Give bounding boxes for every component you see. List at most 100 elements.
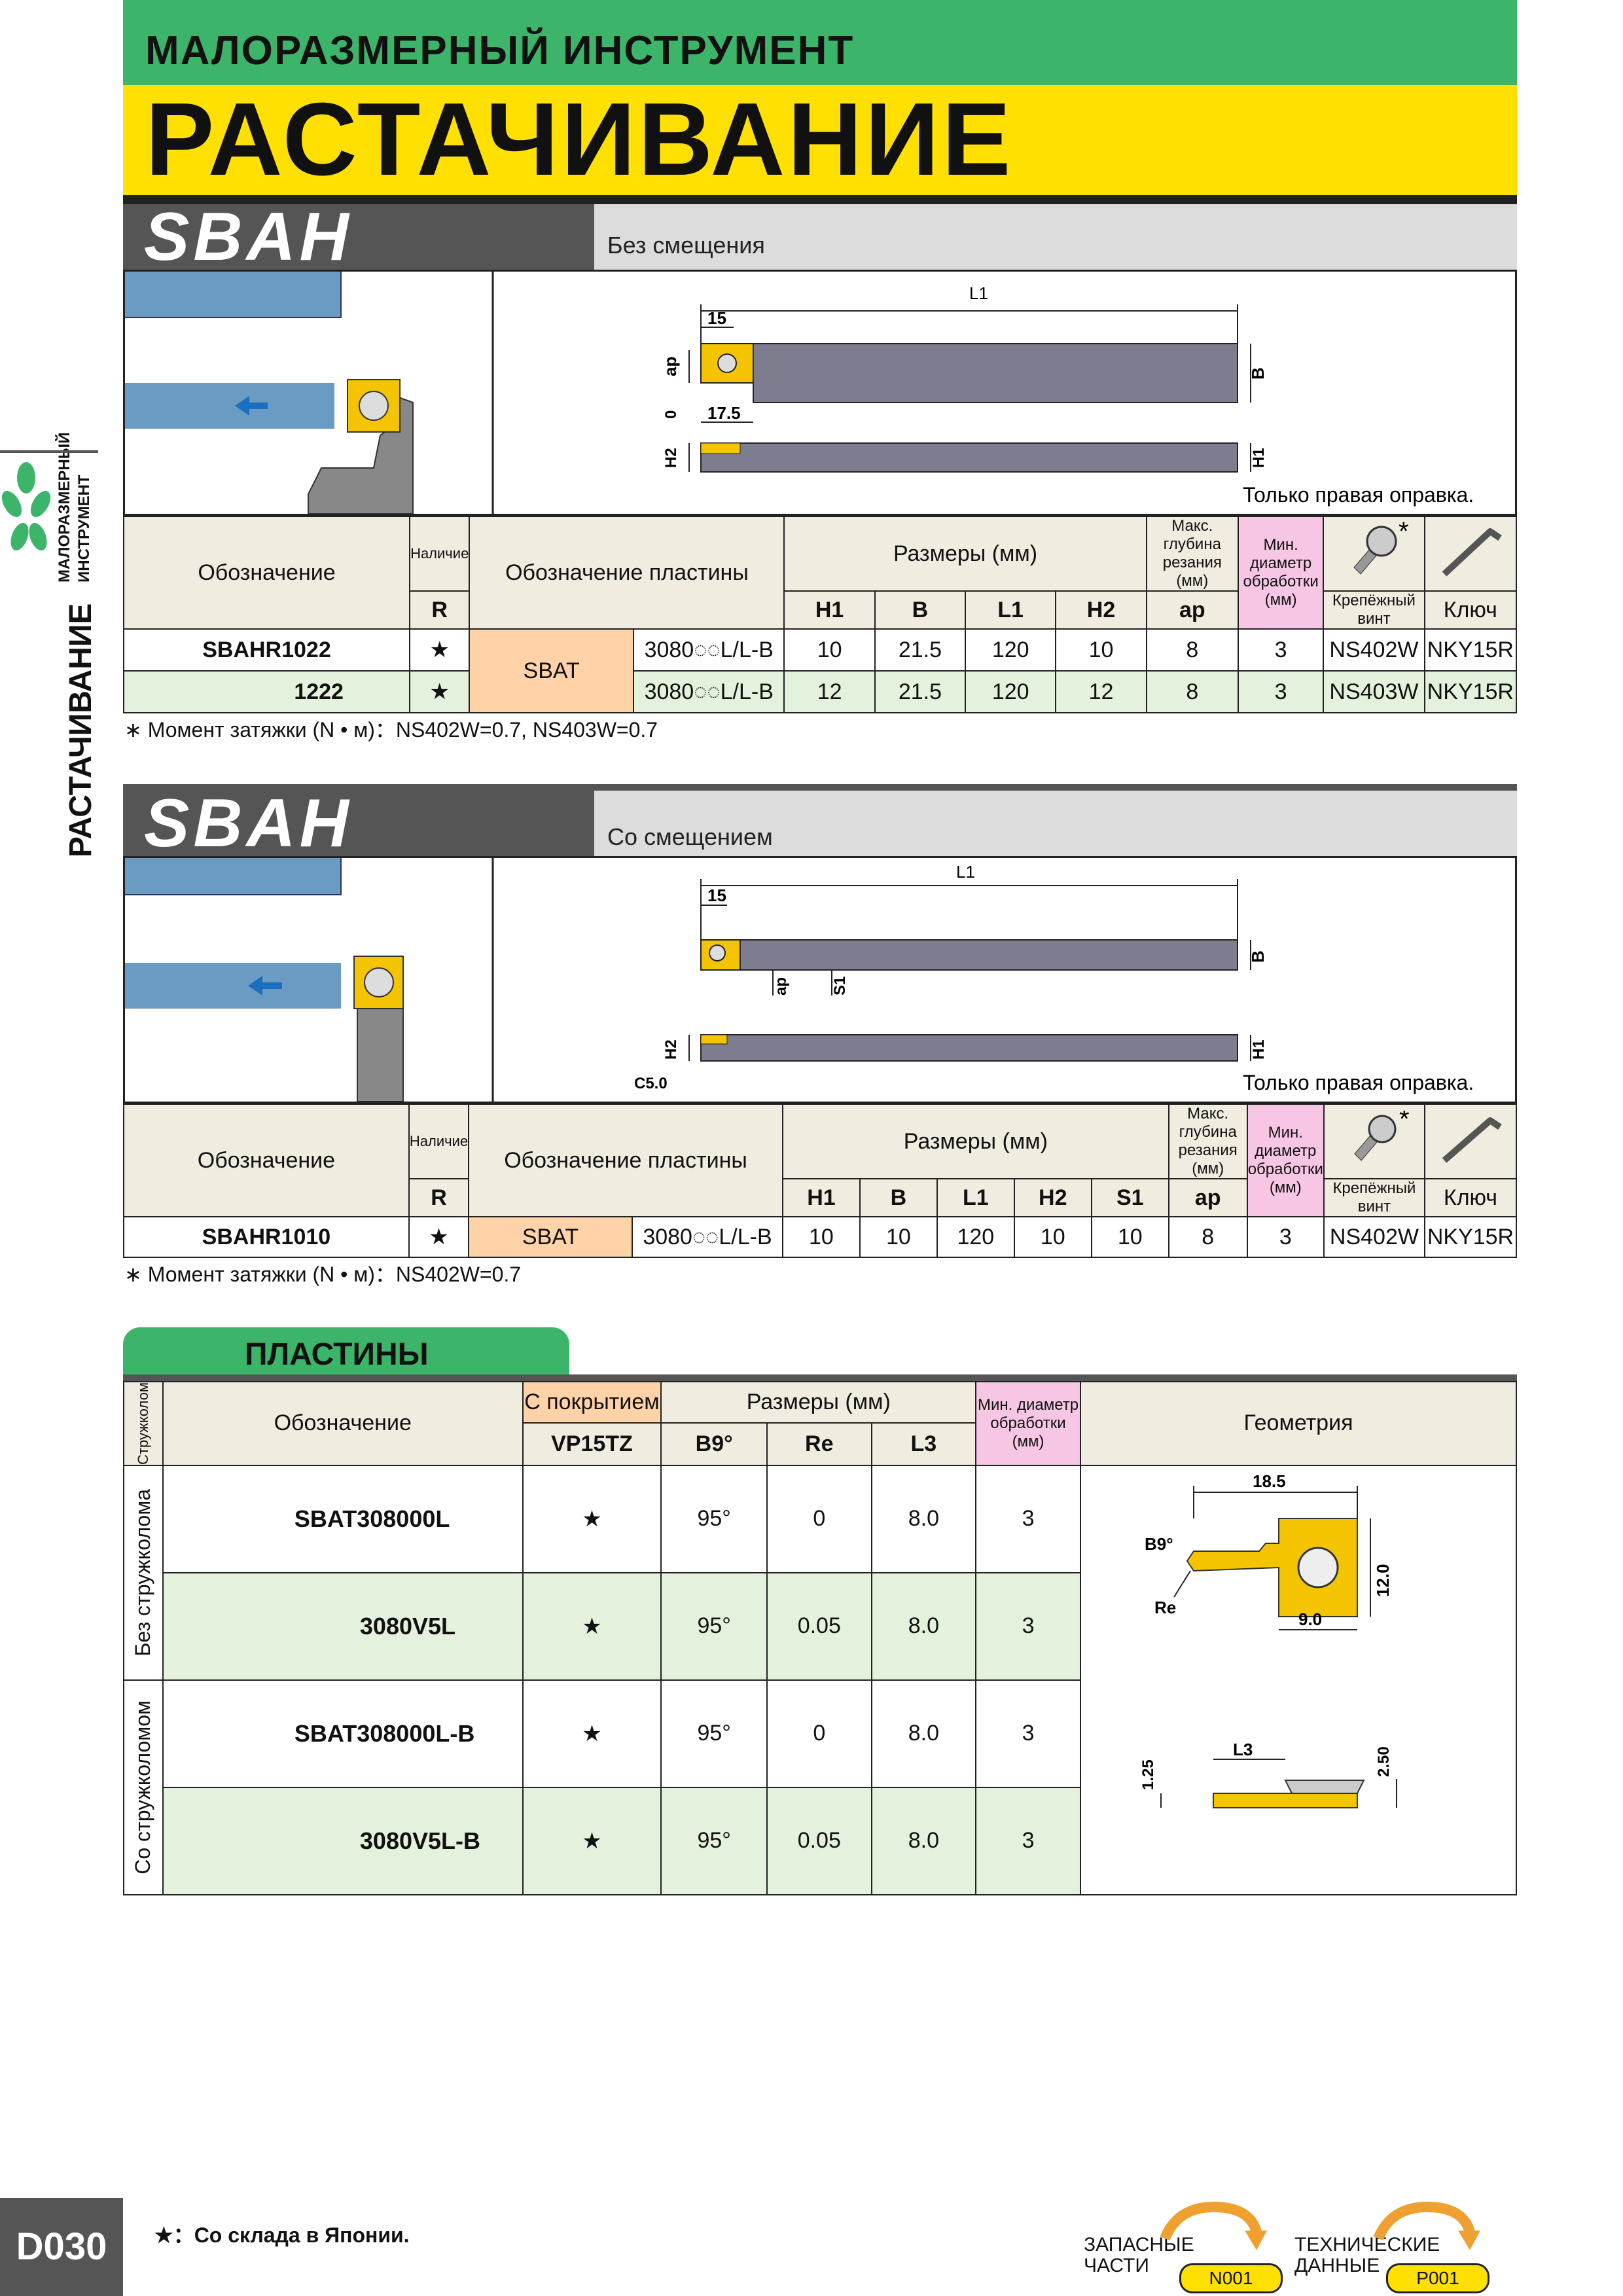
s1-h-ap: ap [1145,590,1239,630]
ins-geometry-cell: 18.5 12.0 9.0 B9° Re L3 1.25 2.50 [1079,1464,1518,1895]
s1-h-maxdepth: Макс. глубина резания (мм) [1145,516,1239,592]
ins-r1-star: ★ [522,1571,662,1681]
s2-dim-C: C5.0 [634,1075,668,1092]
section1-table: Обозначение Наличие Обозначение пластины… [123,516,1518,713]
s2-h-ap: ap [1168,1178,1248,1217]
svg-text:*: * [1399,1111,1410,1134]
ins-r2-star: ★ [522,1679,662,1788]
section1-diagram: L1 15 17.5 B ap 0 H2 H1 Только правая оп… [125,272,1474,514]
ins-r0-Re: 0 [766,1464,872,1573]
ins-group2: Со стружколомом [123,1679,164,1895]
ins-r0-star: ★ [522,1464,662,1573]
screw-icon: * [1354,1105,1410,1161]
s1-r0-L1: 120 [965,628,1057,672]
s2-dim-L1: L1 [956,862,975,882]
s1-r1-L1: 120 [965,670,1057,713]
ins-group1: Без стружколома [123,1464,164,1681]
s2-h-S1: S1 [1090,1178,1169,1217]
header-green-band [123,0,1517,85]
ins-r3-star: ★ [522,1786,662,1895]
section2-diagram: L1 15 ap S1 B H2 H1 C5.0 Только правая о… [125,858,1474,1102]
table-row: Со стружколомом SBAT308000L-B ★ 95° 0 8.… [123,1679,1516,1895]
section2-table: Обозначение Наличие Обозначение пластины… [123,1103,1518,1258]
s1-dim-17: 17.5 [707,403,741,423]
ins-h-coated: С покрытием [522,1381,662,1424]
s1-r1-ap: 8 [1145,670,1239,713]
s1-r0-min: 3 [1237,628,1325,672]
ins-h-mindia: Мин. диаметр обработки (мм) [975,1381,1081,1466]
ins-group2-label: Со стружколомом [131,1700,155,1874]
s2-dim-ap: ap [772,977,790,996]
geo-h: 12.0 [1373,1564,1393,1597]
s1-r0-insert: 3080◌◌L/L-B [632,628,785,672]
s2-h-dimensions: Размеры (мм) [781,1103,1169,1179]
ins-r3-designation: 3080V5L-B [162,1786,524,1895]
s1-screw-icon-cell: * [1323,516,1425,592]
section2-drawing-panel: L1 15 ap S1 B H2 H1 C5.0 Только правая о… [123,856,1517,1103]
inserts-tab: ПЛАСТИНЫ [123,1327,569,1376]
ins-h-chipbreaker-label: Стружколом [134,1382,151,1465]
s2-dim-S1: S1 [831,977,849,996]
s1-h-H1: H1 [783,590,876,630]
ins-r0-B9: 95° [660,1464,768,1573]
ins-r0-L3: 8.0 [870,1464,977,1573]
s1-key-icon-cell [1423,516,1518,592]
table-row: Без стружколома SBAT308000L ★ 95° 0 8.0 … [123,1464,1518,1895]
side-logo-icon [1,462,51,551]
s1-h-mindia: Мин. диаметр обработки (мм) [1237,516,1325,630]
svg-text:*: * [1399,522,1409,546]
s2-right-only: Только правая оправка. [1243,1071,1474,1094]
table-row: SBAHR1010 ★ SBAT 3080◌◌L/L-B 10 10 120 1… [123,1216,1518,1258]
page-title: РАСТАЧИВАНИЕ [145,82,1014,197]
s1-insert-type: SBAT [469,628,634,713]
s1-h-R: R [408,590,471,630]
s1-r0-B: 21.5 [874,628,967,672]
insert-geometry-diagram: 18.5 12.0 9.0 B9° Re L3 1.25 2.50 [1139,1471,1397,1808]
inserts-rule [123,1374,1517,1382]
geo-Re: Re [1154,1598,1176,1617]
s1-r0-key: NKY15R [1423,628,1518,672]
geo-B9: B9° [1145,1534,1173,1554]
ins-r1-Re: 0.05 [766,1571,872,1681]
s2-dim-B: B [1248,950,1268,963]
header-yellow-band [123,85,1517,195]
s1-r1-avail: ★ [408,670,471,713]
section1-drawing-panel: L1 15 17.5 B ap 0 H2 H1 Только правая оп… [123,270,1517,516]
s1-r1-H1: 12 [783,670,876,713]
s2-r0-designation: SBAHR1010 [123,1216,410,1258]
ins-group1-label: Без стружколома [131,1489,155,1657]
ins-r3-min: 3 [975,1786,1081,1895]
ins-r1-L3: 8.0 [870,1571,977,1681]
spare-label-1: ЗАПАСНЫЕ [1084,2234,1194,2255]
s2-dim-15: 15 [707,886,726,905]
ins-h-Re: Re [766,1422,872,1466]
s2-h-H1: H1 [781,1178,861,1217]
curved-arrow-icon [1373,2201,1480,2250]
tech-data-label: ТЕХНИЧЕСКИЕ ДАННЫЕ [1294,2234,1440,2276]
key-icon [1442,528,1502,577]
s2-h-B: B [859,1178,938,1217]
geo-w: 18.5 [1253,1471,1286,1491]
s2-screw-icon-cell: * [1323,1103,1425,1179]
s1-h-B: B [874,590,967,630]
s2-r0-ap: 8 [1168,1216,1248,1258]
table-row: SBAHR1022 ★ SBAT 3080◌◌L/L-B 10 21.5 120… [123,628,1518,713]
geo-b: 9.0 [1298,1609,1322,1629]
spare-parts-link[interactable]: N001 [1179,2263,1283,2293]
ins-h-dimensions: Размеры (мм) [660,1381,977,1424]
section2-type: Со смещением [594,791,1517,856]
header-subtitle: МАЛОРАЗМЕРНЫЙ ИНСТРУМЕНТ [145,28,855,73]
ins-r2-L3: 8.0 [870,1679,977,1788]
section1-name: SBAH [123,203,594,271]
s1-r0-H2: 10 [1055,628,1147,672]
s1-r0-screw: NS402W [1323,628,1425,672]
ins-r3-Re: 0.05 [766,1786,872,1895]
section1-note: ∗ Момент затяжки (N • м)：NS402W=0.7, NS4… [124,718,658,742]
section2-note: ∗ Момент затяжки (N • м)：NS402W=0.7 [124,1263,522,1286]
s2-key-icon-cell [1423,1103,1518,1179]
ins-r0-designation: SBAT308000L [162,1464,524,1573]
s2-h-mindia: Мин. диаметр обработки (мм) [1246,1103,1325,1217]
s2-r0-key: NKY15R [1423,1216,1518,1258]
s1-r1-designation: 1222 [123,670,410,713]
tech-data-link[interactable]: P001 [1386,2263,1489,2293]
